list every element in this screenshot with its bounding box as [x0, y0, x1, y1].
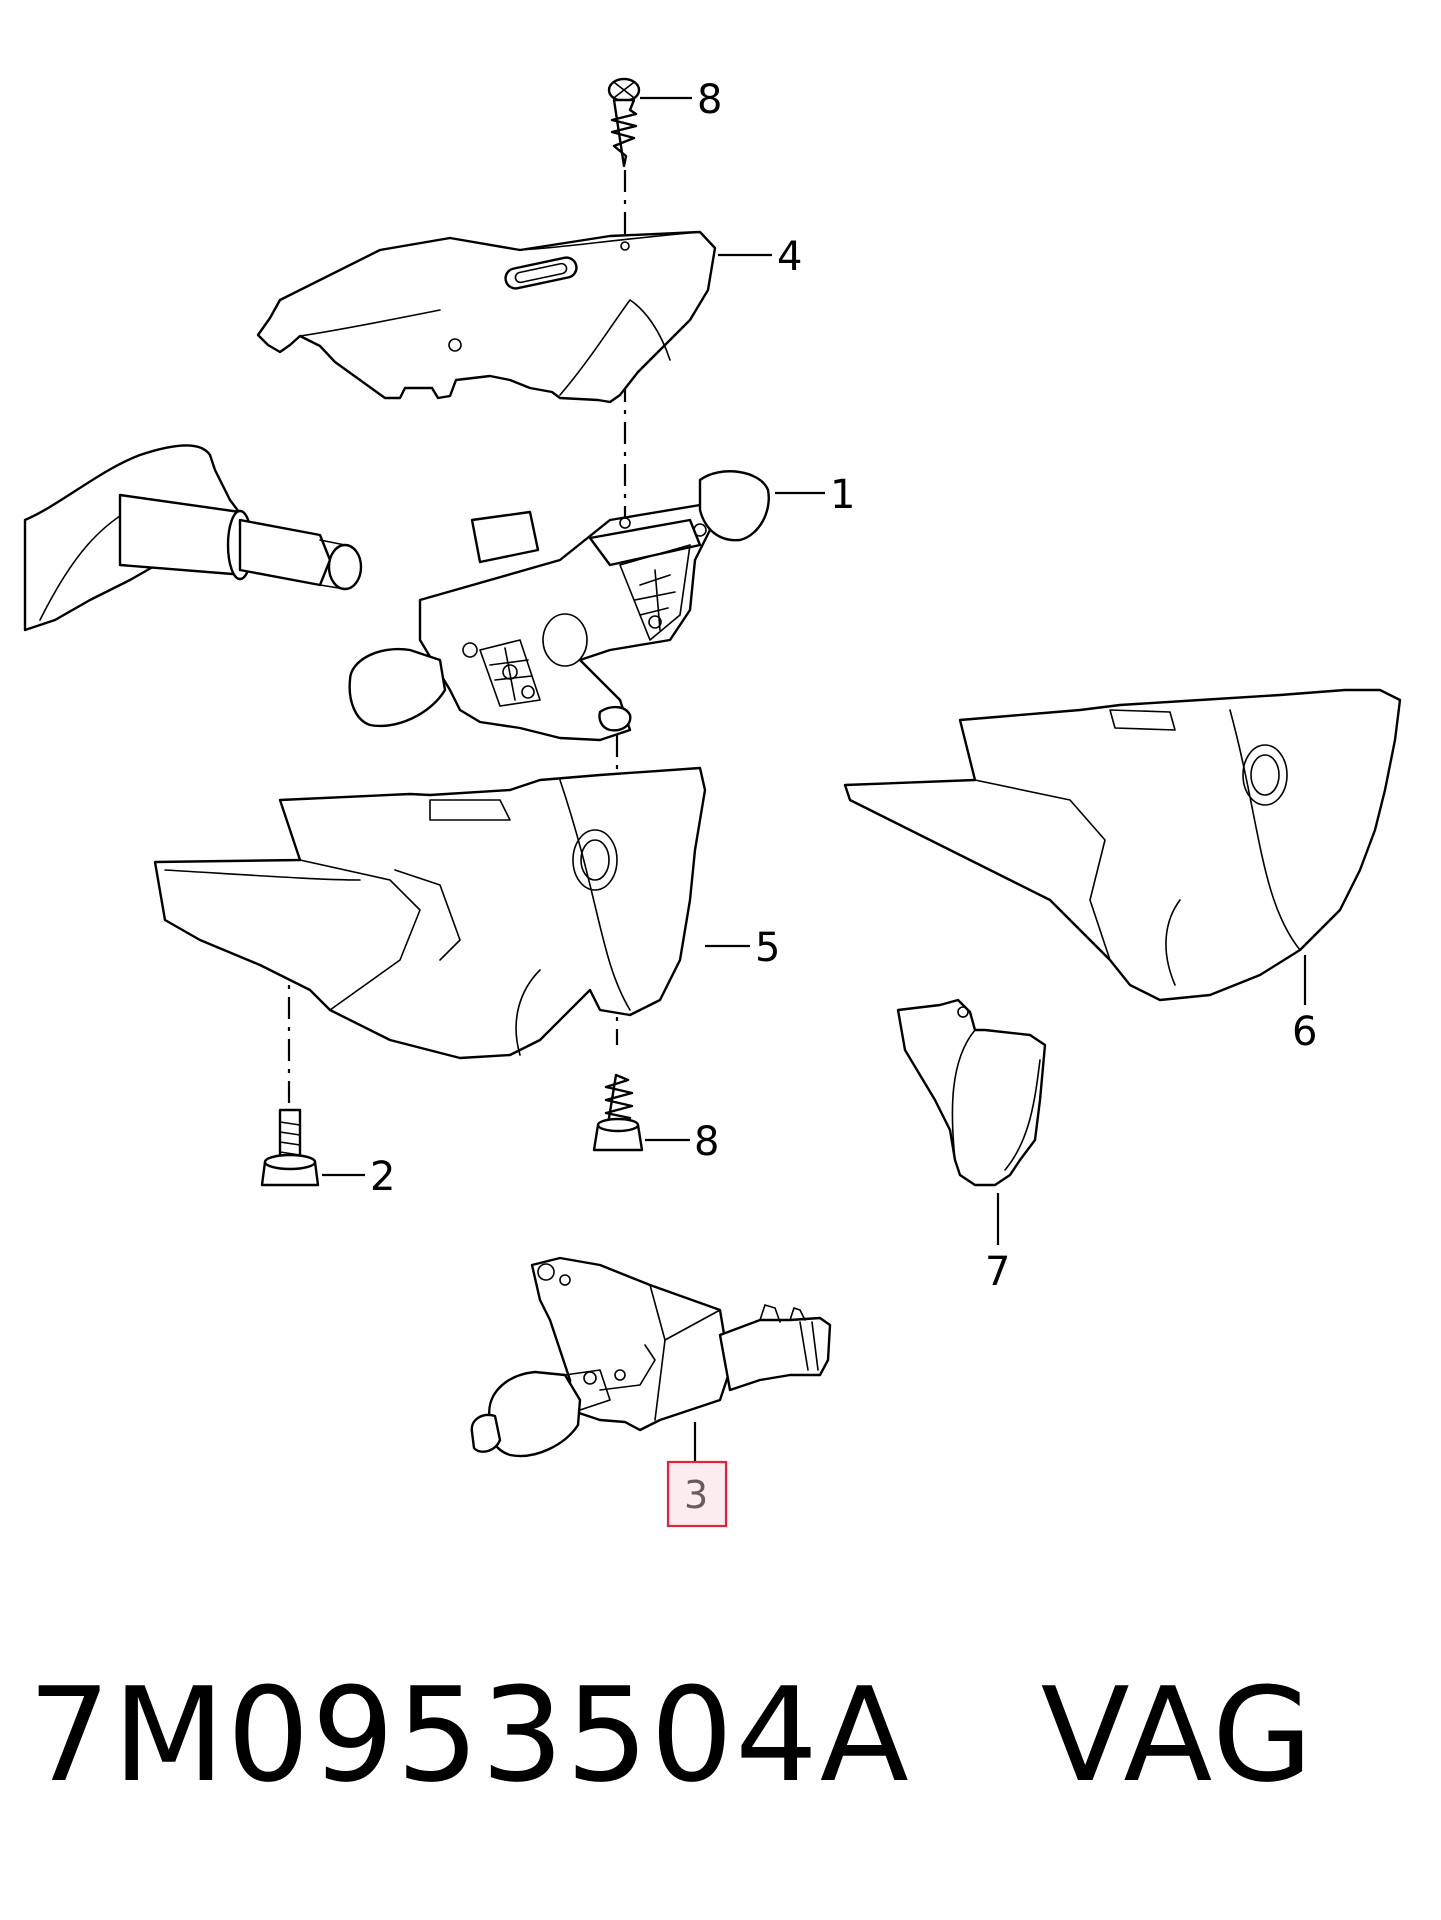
steering-column: [23, 444, 363, 632]
callout-8-top: 8: [697, 77, 722, 123]
callout-2: 2: [370, 1154, 395, 1200]
wiper-switch-3: [470, 1256, 832, 1458]
screw-8-top: [607, 77, 641, 168]
bolt-2: [260, 1108, 320, 1187]
caption-gap: [911, 1659, 1041, 1811]
callout-8-bottom: 8: [694, 1119, 719, 1165]
screw-8-bottom: [592, 1073, 644, 1152]
callout-1: 1: [830, 472, 855, 518]
part-number: 7M0953504A: [28, 1659, 911, 1811]
callout-6: 6: [1292, 1009, 1317, 1055]
upper-cover-4: [256, 230, 717, 404]
lower-cover-5: [153, 766, 707, 1060]
trim-piece-7: [896, 998, 1047, 1187]
highlight-box-3: [666, 1460, 728, 1528]
callout-7: 7: [985, 1249, 1010, 1295]
lower-cover-6: [843, 688, 1402, 1002]
combination-switch-1: [348, 470, 770, 742]
callout-3: 3: [684, 1473, 708, 1517]
callout-5: 5: [755, 925, 780, 971]
brand-name: VAG: [1040, 1659, 1315, 1811]
callout-4: 4: [777, 234, 802, 280]
part-number-caption: 7M0953504A VAG: [28, 1655, 1428, 1815]
